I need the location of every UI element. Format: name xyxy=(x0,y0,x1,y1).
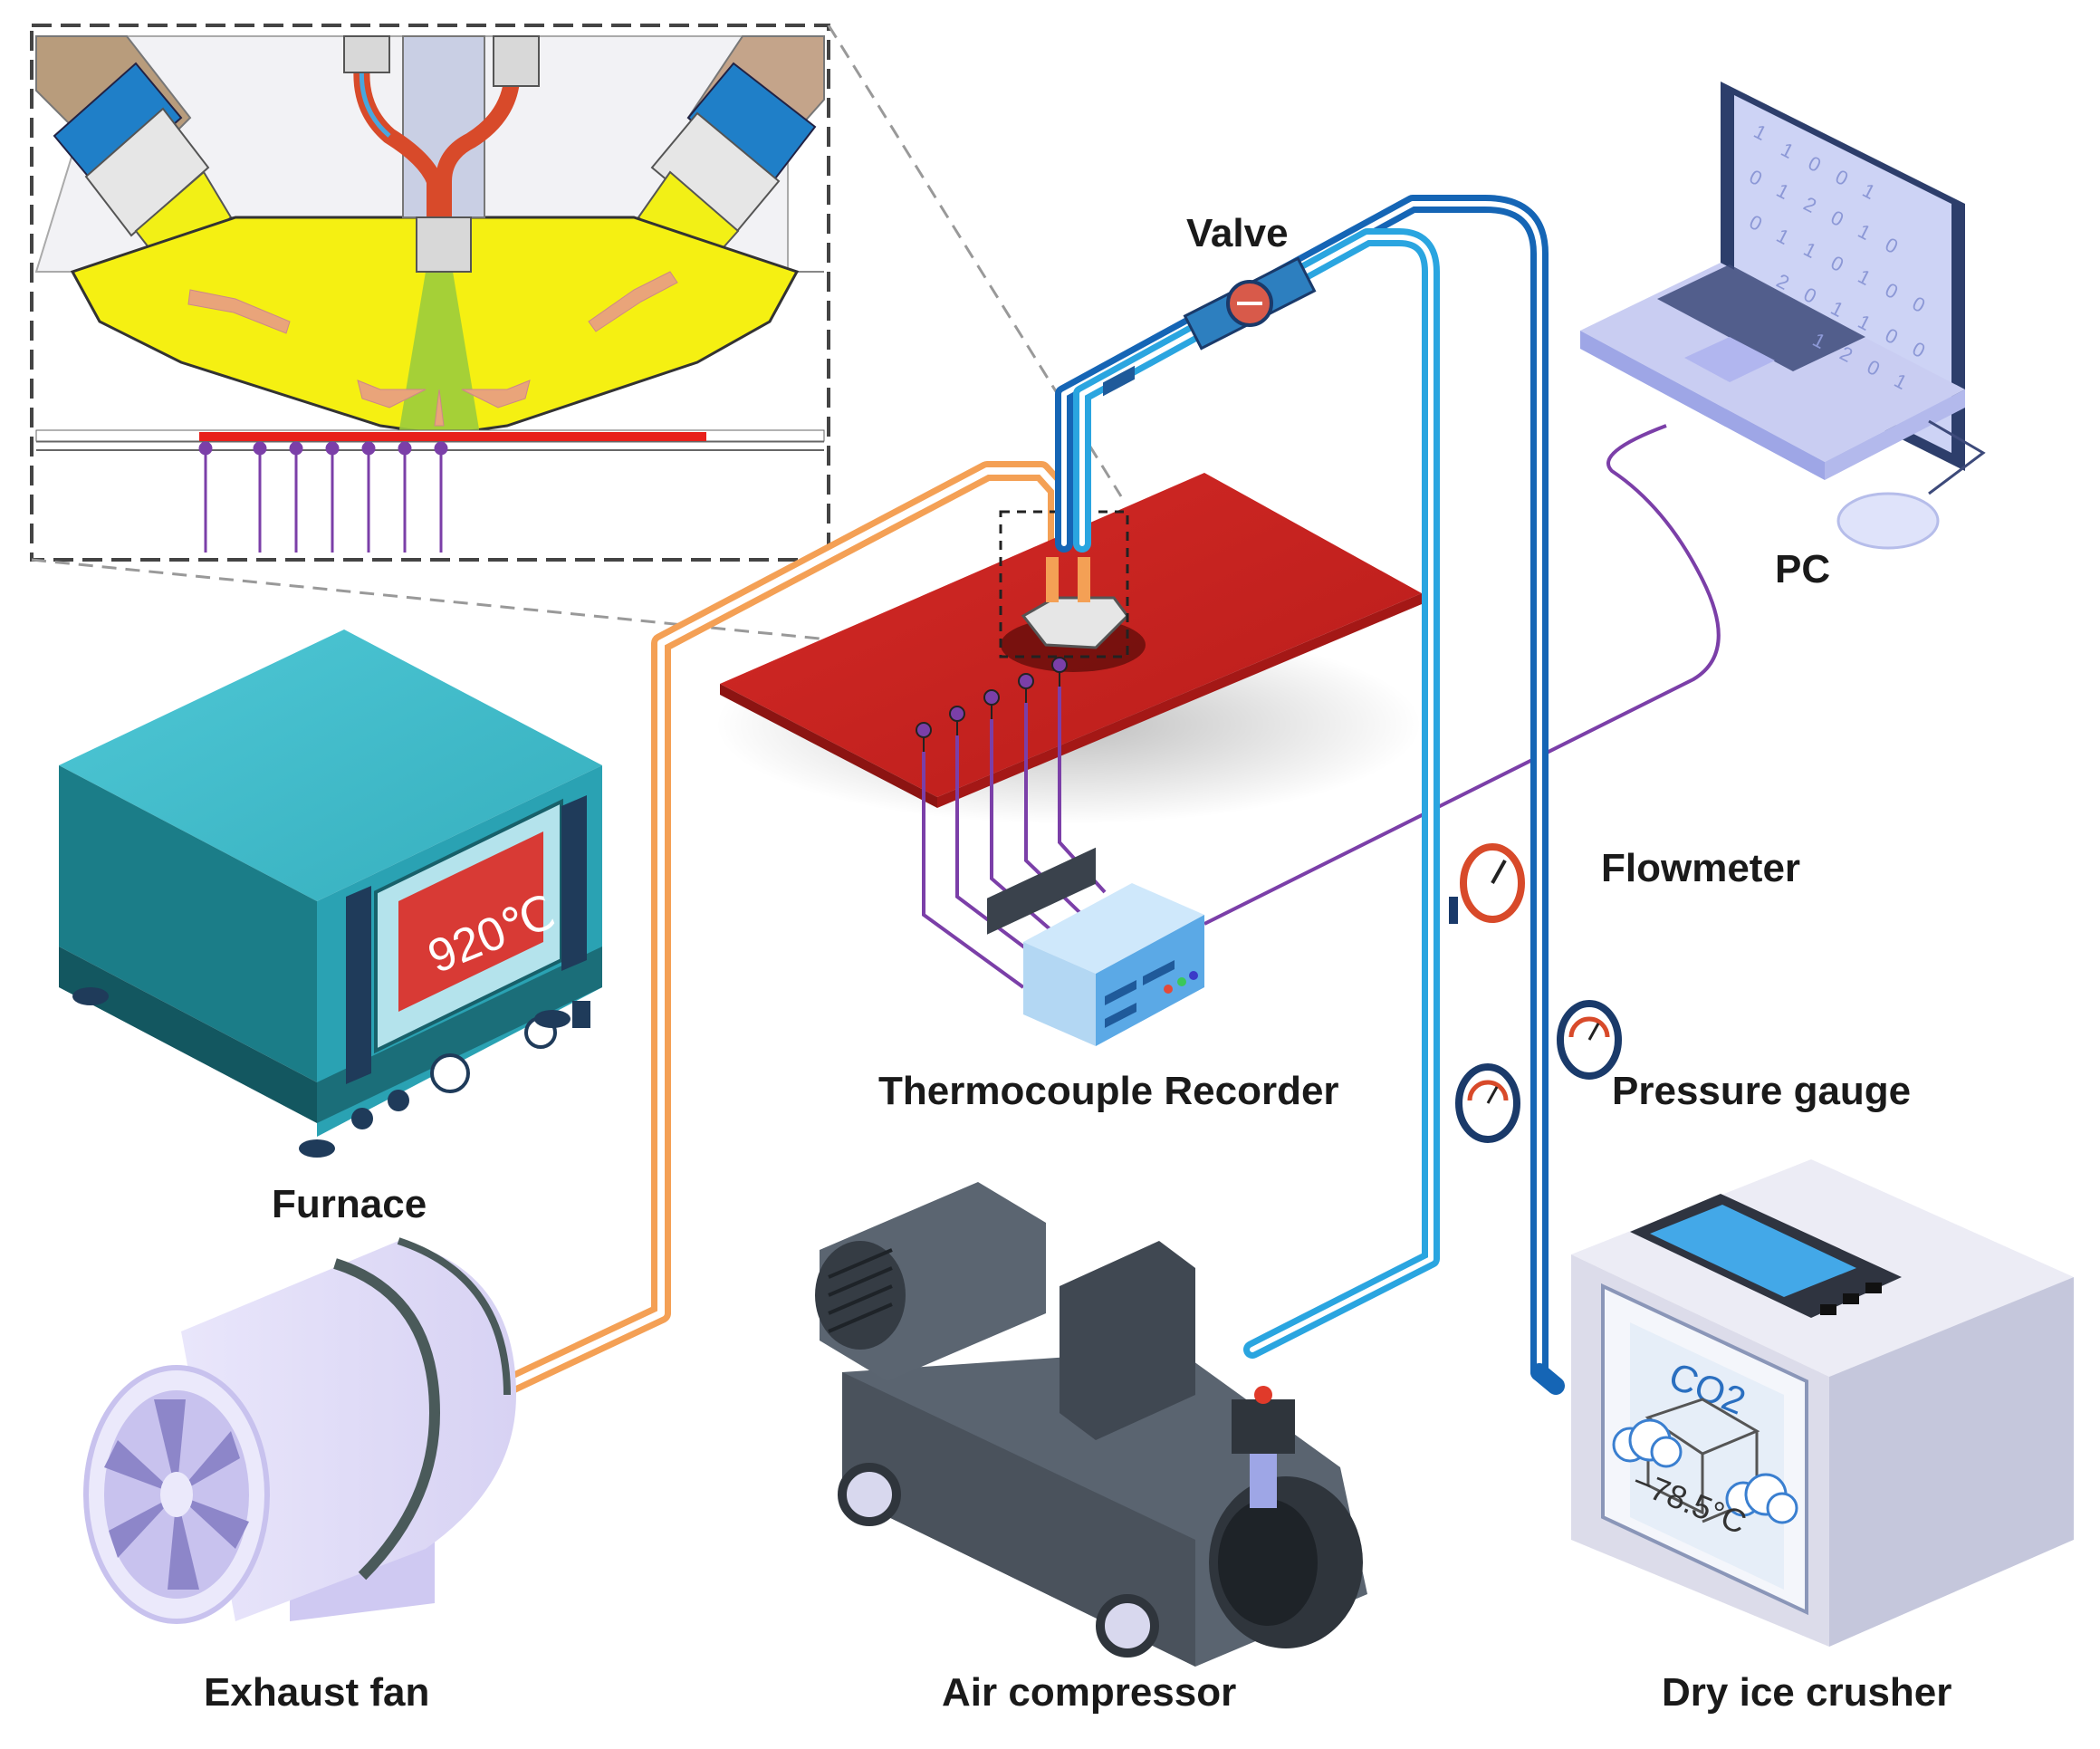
valve-label: Valve xyxy=(1186,211,1289,255)
furnace-dial-icon xyxy=(430,1053,470,1093)
thermocouple-wires xyxy=(922,424,1721,989)
pressure-gauge-label: Pressure gauge xyxy=(1612,1069,1912,1113)
thermocouple-recorder-label: Thermocouple Recorder xyxy=(878,1069,1339,1113)
nozzle-cross-section-inset xyxy=(30,24,830,562)
flowmeter-label: Flowmeter xyxy=(1601,846,1801,890)
valve xyxy=(1183,256,1317,351)
exhaust-fan xyxy=(83,1237,516,1624)
air-compressor xyxy=(815,847,1367,1667)
pc-label: PC xyxy=(1775,547,1831,591)
pc-laptop: 1 1 0 0 1 0 1 2 0 1 0 0 1 1 0 1 0 0 2 0 … xyxy=(1580,82,1986,550)
crusher-screen xyxy=(1650,1205,1856,1297)
pressure-gauge xyxy=(1455,1063,1520,1143)
flowmeter-gauge xyxy=(1449,843,1525,924)
flow-arrows xyxy=(187,271,678,427)
dry-ice-crusher-label: Dry ice crusher xyxy=(1662,1670,1952,1715)
thermocouple-recorder xyxy=(1023,365,1204,1046)
co2-supply-lines xyxy=(1055,195,1565,1395)
furnace-label: Furnace xyxy=(272,1182,427,1226)
exhaust-fan-label: Exhaust fan xyxy=(204,1670,430,1715)
cloud-icon xyxy=(1612,1418,1798,1524)
mouse-icon xyxy=(1836,492,1940,550)
air-compressor-label: Air compressor xyxy=(942,1670,1237,1715)
spray-cone xyxy=(398,272,480,435)
inset-thermocouples xyxy=(198,441,448,553)
furnace: 920℃ xyxy=(59,629,602,1158)
heated-plate xyxy=(715,473,1422,824)
fan-blades-icon xyxy=(104,1399,249,1590)
pressure-gauge xyxy=(1557,1000,1622,1080)
dry-ice-crusher: CO2 −78.5°C xyxy=(1571,1159,2074,1647)
